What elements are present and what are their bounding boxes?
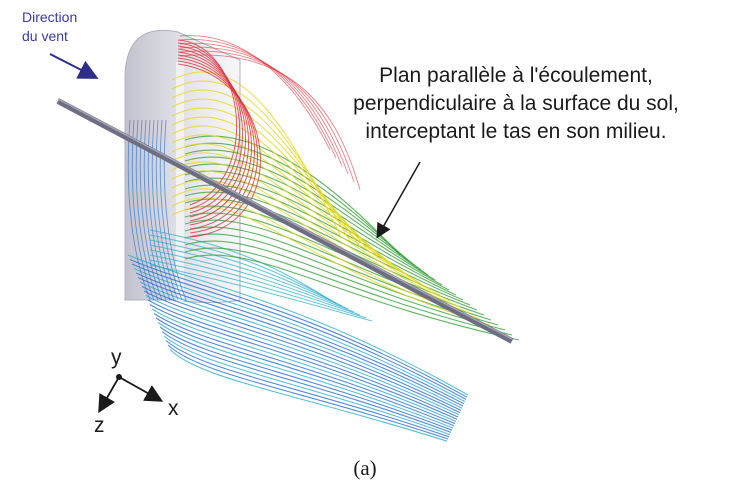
streamline xyxy=(151,308,457,422)
streamline xyxy=(137,277,464,407)
streamline xyxy=(171,206,491,326)
axis-x-label: x xyxy=(168,397,179,420)
streamline xyxy=(131,119,155,301)
streamline xyxy=(153,313,456,425)
axis-z-label: z xyxy=(94,414,105,437)
streamline xyxy=(131,263,467,400)
streamline xyxy=(177,51,249,222)
streamline xyxy=(171,134,411,278)
streamline xyxy=(177,60,258,234)
wind-direction-label: Direction du vent xyxy=(22,8,77,46)
streamline xyxy=(171,116,391,266)
streamline xyxy=(127,119,151,301)
wind-label-line2: du vent xyxy=(22,28,68,44)
streamline xyxy=(163,335,451,436)
streamline xyxy=(149,239,343,307)
streamline xyxy=(171,152,431,290)
streamline xyxy=(129,258,468,398)
streamline xyxy=(149,264,373,322)
streamline xyxy=(165,340,450,438)
streamline xyxy=(184,254,520,341)
streamline xyxy=(184,240,506,331)
streamline xyxy=(179,46,349,175)
streamline xyxy=(184,163,429,276)
streamline xyxy=(179,54,361,191)
streamline xyxy=(184,247,513,336)
streamline xyxy=(145,295,460,416)
annotation-line3: interceptant le tas en son milieu. xyxy=(365,120,667,143)
streamline xyxy=(149,244,349,310)
annotation-arrow xyxy=(376,161,421,239)
streamline xyxy=(177,39,238,206)
streamline xyxy=(149,304,458,420)
streamline xyxy=(161,331,452,433)
figure-caption: (a) xyxy=(353,456,377,480)
streamline xyxy=(177,48,246,218)
streamline xyxy=(171,170,451,302)
streamline xyxy=(149,249,355,313)
streamline xyxy=(149,254,361,316)
streamline xyxy=(184,177,443,286)
streamline xyxy=(179,50,355,183)
streamline xyxy=(184,156,422,271)
streamline xyxy=(167,344,449,440)
streamline xyxy=(139,281,463,409)
streamline xyxy=(141,286,462,411)
pile-face xyxy=(176,62,184,302)
streamline xyxy=(177,54,252,226)
plane-annotation: Plan parallèle à l'écoulement, perpendic… xyxy=(306,62,726,146)
wind-label-line1: Direction xyxy=(22,9,78,25)
streamline xyxy=(135,119,159,301)
streamline xyxy=(133,267,466,403)
wind-arrow xyxy=(49,53,99,79)
streamline xyxy=(169,349,448,442)
axis-y-label: y xyxy=(111,346,122,369)
streamline xyxy=(135,272,465,405)
z-axis-arrow xyxy=(98,376,120,414)
streamline xyxy=(171,143,421,284)
streamline xyxy=(147,299,459,418)
streamline xyxy=(184,198,464,301)
streamline xyxy=(171,197,481,320)
streamline xyxy=(171,161,441,296)
streamline xyxy=(149,259,367,319)
flow-plane-highlight xyxy=(57,98,513,340)
annotation-line2: perpendiculaire à la surface du sol, xyxy=(353,92,679,115)
streamline xyxy=(184,233,499,326)
streamline xyxy=(179,42,343,167)
streamline xyxy=(177,63,261,238)
streamline xyxy=(159,119,183,301)
streamline xyxy=(155,317,455,427)
streamline xyxy=(171,125,401,272)
streamline xyxy=(171,80,351,242)
streamline xyxy=(179,39,337,159)
x-axis-arrow xyxy=(118,376,164,402)
streamline xyxy=(149,229,331,301)
streamline xyxy=(179,35,331,151)
flow-plane xyxy=(56,98,514,344)
streamline xyxy=(163,119,187,301)
streamline xyxy=(155,119,179,301)
streamline xyxy=(159,326,453,431)
streamline xyxy=(171,71,341,236)
streamline xyxy=(177,57,255,230)
annotation-line1: Plan parallèle à l'écoulement, xyxy=(379,64,653,87)
streamline xyxy=(157,322,454,429)
streamline xyxy=(143,290,461,414)
